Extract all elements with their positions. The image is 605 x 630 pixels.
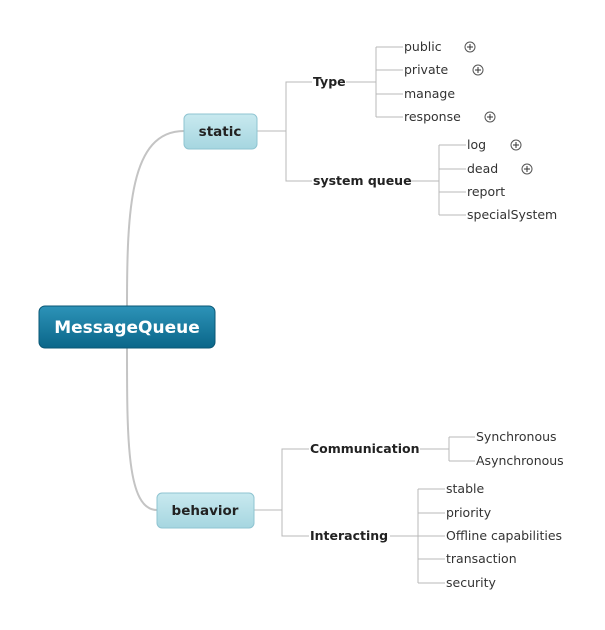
subtopic-interacting[interactable]: Interacting bbox=[310, 528, 388, 543]
subtopic-communication[interactable]: Communication bbox=[310, 441, 420, 456]
leaf-private[interactable]: private bbox=[404, 62, 449, 77]
connector-communication-leaves bbox=[420, 436, 475, 462]
connector-static-type bbox=[257, 81, 312, 132]
branch-node-behavior[interactable]: behavior bbox=[156, 492, 255, 529]
root-node[interactable]: MessageQueue bbox=[38, 305, 216, 349]
connector-root-behavior bbox=[126, 347, 158, 511]
leaf-report[interactable]: report bbox=[467, 184, 505, 199]
expand-plus-icon-response[interactable] bbox=[484, 111, 496, 123]
leaf-dead[interactable]: dead bbox=[467, 161, 498, 176]
subtopic-system-queue[interactable]: system queue bbox=[313, 173, 412, 188]
expand-plus-icon-public[interactable] bbox=[464, 41, 476, 53]
leaf-asynchronous[interactable]: Asynchronous bbox=[476, 453, 564, 468]
leaf-public[interactable]: public bbox=[404, 39, 442, 54]
connector-root-static bbox=[126, 130, 185, 307]
leaf-manage[interactable]: manage bbox=[404, 86, 455, 101]
leaf-special-system[interactable]: specialSystem bbox=[467, 207, 557, 222]
branch-node-static[interactable]: static bbox=[183, 113, 258, 150]
leaf-transaction[interactable]: transaction bbox=[446, 551, 517, 566]
root-node-label: MessageQueue bbox=[54, 318, 200, 338]
connector-type-leaves bbox=[346, 46, 403, 118]
connector-behavior-communication bbox=[254, 448, 309, 511]
leaf-offline-capabilities[interactable]: Offline capabilities bbox=[446, 528, 562, 543]
connector-static-system-queue bbox=[285, 131, 312, 182]
leaf-log[interactable]: log bbox=[467, 137, 486, 152]
leaf-stable[interactable]: stable bbox=[446, 481, 484, 496]
expand-plus-icon-log[interactable] bbox=[510, 139, 522, 151]
leaf-response[interactable]: response bbox=[404, 109, 461, 124]
branch-node-behavior-label: behavior bbox=[172, 503, 239, 519]
connector-system-queue-leaves bbox=[410, 144, 466, 216]
expand-plus-icon-dead[interactable] bbox=[521, 163, 533, 175]
branch-node-static-label: static bbox=[199, 124, 242, 140]
leaf-security[interactable]: security bbox=[446, 575, 497, 590]
leaf-priority[interactable]: priority bbox=[446, 505, 492, 520]
leaf-synchronous[interactable]: Synchronous bbox=[476, 429, 557, 444]
connector-interacting-leaves bbox=[390, 488, 445, 584]
connector-behavior-interacting bbox=[281, 510, 309, 537]
expand-plus-icon-private[interactable] bbox=[472, 64, 484, 76]
subtopic-type[interactable]: Type bbox=[313, 74, 346, 89]
